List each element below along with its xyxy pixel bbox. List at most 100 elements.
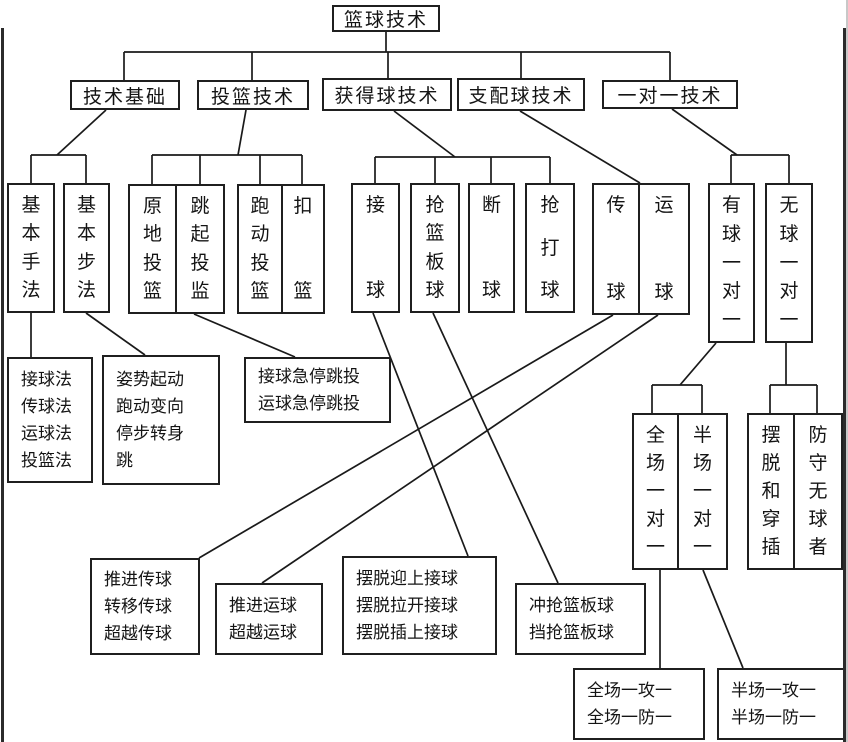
vertical-char: 投 (142, 252, 162, 274)
connector-line (679, 342, 717, 386)
node-quanchang-gongfang: 全场一攻一全场一防一 (573, 668, 705, 740)
vertical-char: 全 (645, 425, 665, 446)
connector-line (237, 109, 247, 156)
vertical-char: 对 (721, 281, 741, 303)
vertical-char: 插 (761, 537, 781, 558)
vertical-char: 摆 (761, 425, 781, 446)
node-toulan-jishu: 投篮技术 (197, 80, 309, 110)
vertical-char: 投 (250, 252, 270, 274)
vertical-char: 一 (779, 252, 799, 274)
vertical-char: 篮 (142, 280, 162, 302)
vertical-char: 者 (808, 537, 828, 558)
vertical-char: 球 (540, 280, 560, 301)
vertical-char: 接 (365, 195, 385, 216)
page-right-gutter (846, 0, 848, 742)
vertical-char: 一 (645, 481, 665, 502)
node-shoufa-list: 接球法传球法运球法投篮法 (7, 357, 93, 483)
node-root: 篮球技术 (332, 5, 440, 32)
vertical-char: 本 (76, 223, 96, 245)
node-koulan: 扣篮 (281, 184, 325, 314)
vertical-char: 球 (654, 282, 674, 303)
text-line: 挡抢篮板球 (529, 623, 614, 642)
vertical-char: 球 (481, 280, 501, 301)
text-line: 姿势起动 (116, 369, 184, 389)
vertical-char: 守 (808, 453, 828, 474)
vertical-char: 一 (721, 310, 741, 331)
node-chuanqiu-list: 推进传球转移传球超越传球 (90, 558, 200, 655)
vertical-char: 运 (654, 195, 674, 216)
node-baituo-chuancha: 摆脱和穿插 (747, 413, 795, 570)
connector-line (372, 312, 469, 557)
text-line: 接球法 (21, 369, 72, 389)
vertical-char: 监 (190, 280, 210, 302)
connector-line (56, 109, 107, 156)
node-duanqiu: 断球 (468, 183, 515, 313)
text-line: 超越运球 (229, 623, 297, 642)
vertical-char: 和 (761, 481, 781, 502)
node-baituo-jieqiu-list: 摆脱迎上接球摆脱拉开接球摆脱插上接球 (342, 556, 497, 655)
text-line: 运球法 (21, 424, 72, 443)
connector-line (432, 312, 559, 584)
node-tiaoqi-toujian: 跳起投监 (175, 184, 225, 314)
vertical-char: 球 (425, 279, 445, 301)
page-right-border (843, 28, 846, 742)
node-bufa-list: 姿势起动跑动变向停步转身跳 (102, 355, 220, 485)
text-line: 跑动变向 (116, 396, 184, 416)
vertical-char: 场 (645, 453, 665, 474)
vertical-char: 球 (365, 280, 385, 301)
node-yuandi-toulan: 原地投篮 (128, 184, 177, 314)
vertical-char: 传 (606, 195, 626, 216)
vertical-char: 一 (721, 252, 741, 274)
vertical-char: 基 (21, 195, 41, 216)
vertical-char: 打 (540, 237, 560, 259)
vertical-char: 地 (142, 224, 162, 246)
vertical-char: 抢 (540, 195, 560, 216)
connector-line (198, 314, 614, 559)
vertical-char: 法 (21, 279, 41, 301)
node-youqiu-yiduiyi: 有球一对一 (708, 183, 755, 343)
vertical-char: 投 (190, 252, 210, 274)
text-line: 全场一防一 (587, 708, 672, 727)
node-jiting-tiaotou-list: 接球急停跳投运球急停跳投 (244, 357, 391, 423)
vertical-char: 板 (425, 251, 445, 273)
text-line: 推进传球 (104, 569, 172, 589)
text-line: 半场一防一 (731, 708, 816, 727)
node-qianglanban-qiu: 抢篮板球 (410, 183, 460, 313)
vertical-char: 本 (21, 223, 41, 245)
text-line: 摆脱迎上接球 (356, 568, 458, 588)
vertical-char: 动 (250, 224, 270, 246)
vertical-char: 基 (76, 195, 96, 216)
vertical-char: 篮 (293, 281, 313, 302)
vertical-char: 一 (692, 481, 712, 502)
text-line: 摆脱拉开接球 (356, 595, 458, 615)
vertical-char: 断 (481, 195, 501, 216)
node-paodong-toulan: 跑动投篮 (237, 184, 283, 314)
connector-line (702, 569, 744, 669)
text-line: 半场一攻一 (731, 680, 816, 700)
vertical-char: 对 (779, 281, 799, 303)
vertical-char: 跑 (250, 196, 270, 217)
connector-line (193, 313, 296, 358)
vertical-char: 篮 (250, 280, 270, 302)
node-yiduiyi-jishu: 一对一技术 (602, 80, 738, 109)
connector-line (261, 314, 659, 584)
vertical-char: 穿 (761, 509, 781, 530)
node-fangshou-wuqiuzhe: 防守无球者 (793, 413, 843, 570)
connector-line (85, 312, 146, 356)
vertical-char: 无 (808, 481, 828, 502)
text-line: 超越传球 (104, 624, 172, 644)
vertical-char: 脱 (761, 453, 781, 474)
vertical-char: 篮 (425, 223, 445, 245)
node-quanchang-yiduiyi: 全场一对一 (632, 413, 679, 570)
vertical-char: 球 (606, 282, 626, 303)
vertical-char: 法 (76, 279, 96, 301)
vertical-char: 手 (21, 251, 41, 273)
text-line: 停步转身 (116, 424, 184, 443)
node-yunqiu-list: 推进运球超越运球 (215, 583, 323, 655)
vertical-char: 半 (692, 425, 712, 446)
vertical-char: 一 (779, 310, 799, 331)
text-line: 传球法 (21, 396, 72, 416)
